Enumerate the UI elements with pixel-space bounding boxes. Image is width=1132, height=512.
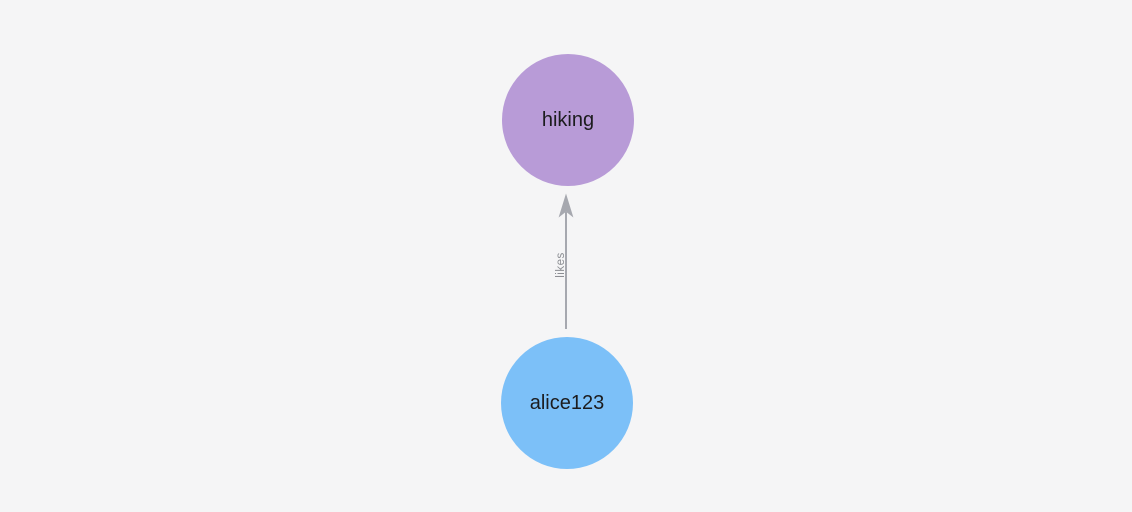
arrowhead-icon bbox=[558, 193, 574, 218]
node-alice123[interactable]: alice123 bbox=[501, 337, 633, 469]
node-hiking[interactable]: hiking bbox=[502, 54, 634, 186]
node-circle[interactable] bbox=[502, 54, 634, 186]
node-circle[interactable] bbox=[501, 337, 633, 469]
edge-alice123-likes-hiking[interactable]: likes bbox=[555, 193, 574, 330]
edge-label: likes bbox=[555, 252, 567, 278]
